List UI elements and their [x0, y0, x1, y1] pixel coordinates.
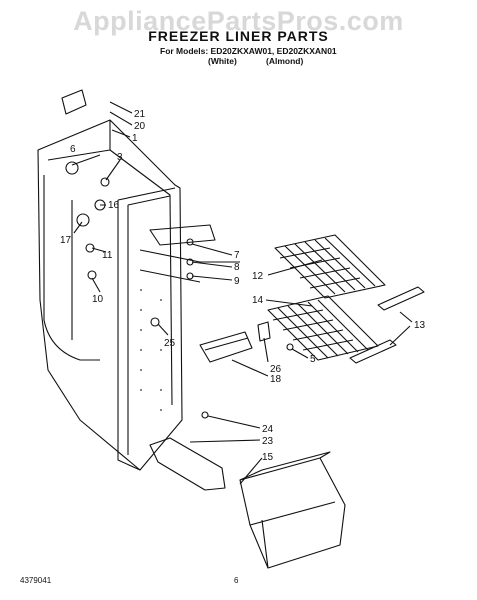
callout-17: 17 — [60, 235, 72, 246]
variant-white: (White) — [208, 56, 237, 66]
callout-18: 18 — [270, 374, 282, 385]
callout-3: 3 — [117, 152, 123, 163]
callout-8: 8 — [234, 262, 240, 273]
callout-6: 6 — [70, 144, 76, 155]
shelf-rack-upper — [274, 234, 386, 299]
callout-16: 16 — [108, 200, 120, 211]
callout-9: 9 — [234, 276, 240, 287]
variant-almond: (Almond) — [266, 56, 304, 66]
callout-13: 13 — [414, 320, 426, 331]
callout-23: 23 — [262, 436, 274, 447]
shelf-trim-lower — [349, 339, 397, 364]
watermark-text: AppliancePartsPros.com — [73, 6, 404, 36]
callout-25: 25 — [164, 338, 176, 349]
callout-21: 21 — [134, 109, 146, 120]
callout-26: 26 — [270, 364, 282, 375]
diagram-title: FREEZER LINER PARTS — [148, 28, 329, 44]
freezer-liner — [37, 119, 183, 471]
callout-24: 24 — [262, 424, 274, 435]
callout-15: 15 — [262, 452, 274, 463]
callout-14: 14 — [252, 295, 264, 306]
model-numbers: For Models: ED20ZKXAW01, ED20ZKXAN01 — [160, 46, 337, 56]
page-number: 6 — [234, 576, 239, 585]
shelf-trim-upper — [377, 286, 425, 311]
callout-12: 12 — [252, 271, 264, 282]
callout-10: 10 — [92, 294, 104, 305]
bracket — [199, 331, 253, 363]
callout-5: 5 — [310, 354, 316, 365]
callout-1: 1 — [132, 133, 138, 144]
doc-number: 4379041 — [20, 576, 52, 585]
callout-7: 7 — [234, 250, 240, 261]
callout-20: 20 — [134, 121, 146, 132]
drawer-rail — [149, 437, 226, 491]
callout-11: 11 — [102, 250, 113, 261]
